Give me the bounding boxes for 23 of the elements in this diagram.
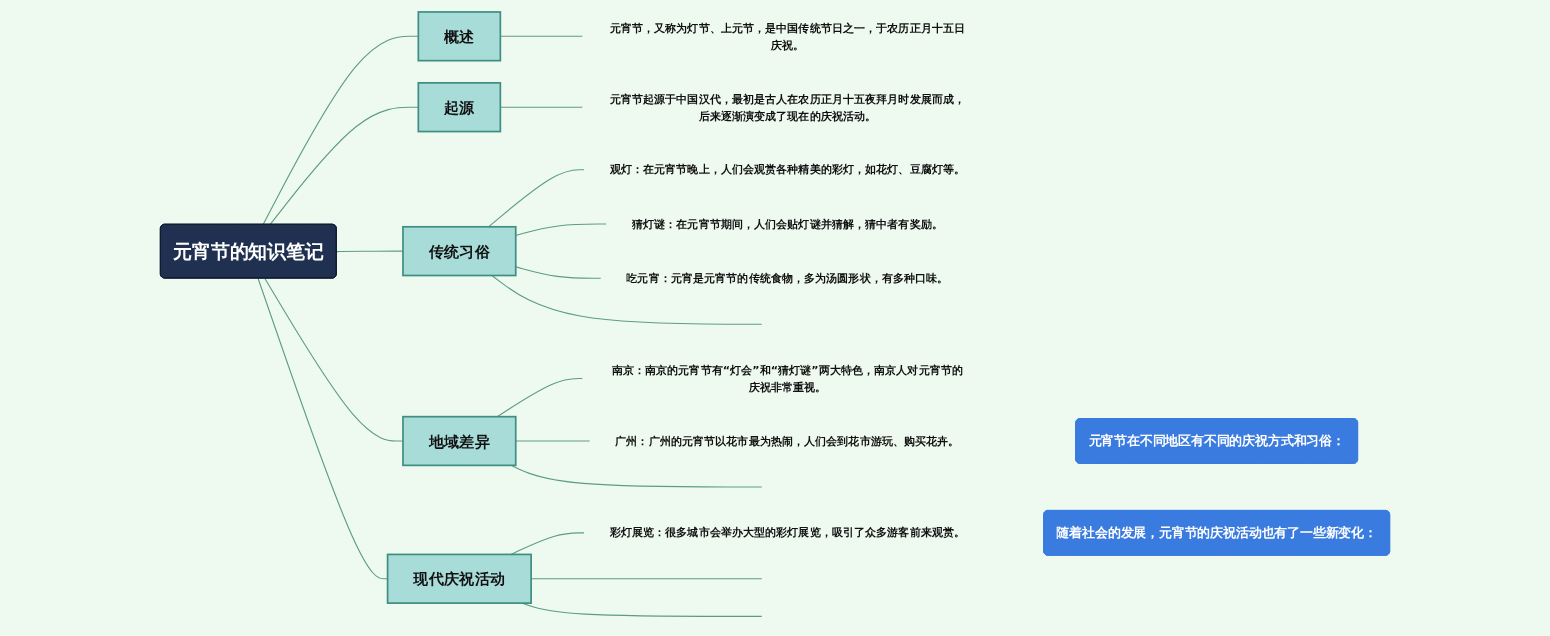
node-text: 观灯：在元宵节晚上，人们会观赏各种精美的彩灯，如花灯、豆腐灯等。 — [609, 163, 966, 176]
node-box: 传统习俗 — [402, 225, 517, 277]
node-text: 猜灯谜：在元宵节期间，人们会贴灯谜并猜解，猜中者有奖励。 — [631, 217, 943, 231]
connector — [269, 106, 419, 226]
node-text: 元宵节起源于中国汉代，最初是古人在农历正月十五夜拜月时发展而成，后来逐渐演变成了现在的庆祝活动。 — [609, 92, 966, 122]
connector — [515, 440, 591, 442]
connector — [515, 223, 607, 236]
node-text: 南京：南京的元宵节有“灯会”和“猜灯谜”两大特色，南京人对元宵节的庆祝非常重视。 — [611, 363, 964, 393]
connector — [487, 169, 585, 228]
connector — [491, 274, 763, 325]
node-box: 概述 — [417, 11, 502, 62]
connector — [510, 464, 763, 488]
connector — [510, 532, 585, 555]
node-box: 地域差异 — [402, 415, 517, 467]
connector — [262, 35, 419, 226]
node-text: 广州：广州的元宵节以花市最为热闹，人们会到花市游玩、购买花卉。 — [615, 434, 960, 448]
node-text: 吃元宵：元宵是元宵节的传统食物，多为汤圆形状，有多种口味。 — [626, 271, 949, 285]
connector — [515, 266, 602, 279]
node-box: 起源 — [417, 82, 502, 133]
node-text: 元宵节，又称为灯节、上元节，是中国传统节日之一，于农历正月十五日庆祝。 — [609, 21, 966, 51]
node-box: 现代庆祝活动 — [386, 553, 532, 604]
node-text: 彩灯展览：很多城市会举办大型的彩灯展览，吸引了众多游客前来观赏。 — [609, 526, 966, 540]
connector — [496, 377, 583, 418]
